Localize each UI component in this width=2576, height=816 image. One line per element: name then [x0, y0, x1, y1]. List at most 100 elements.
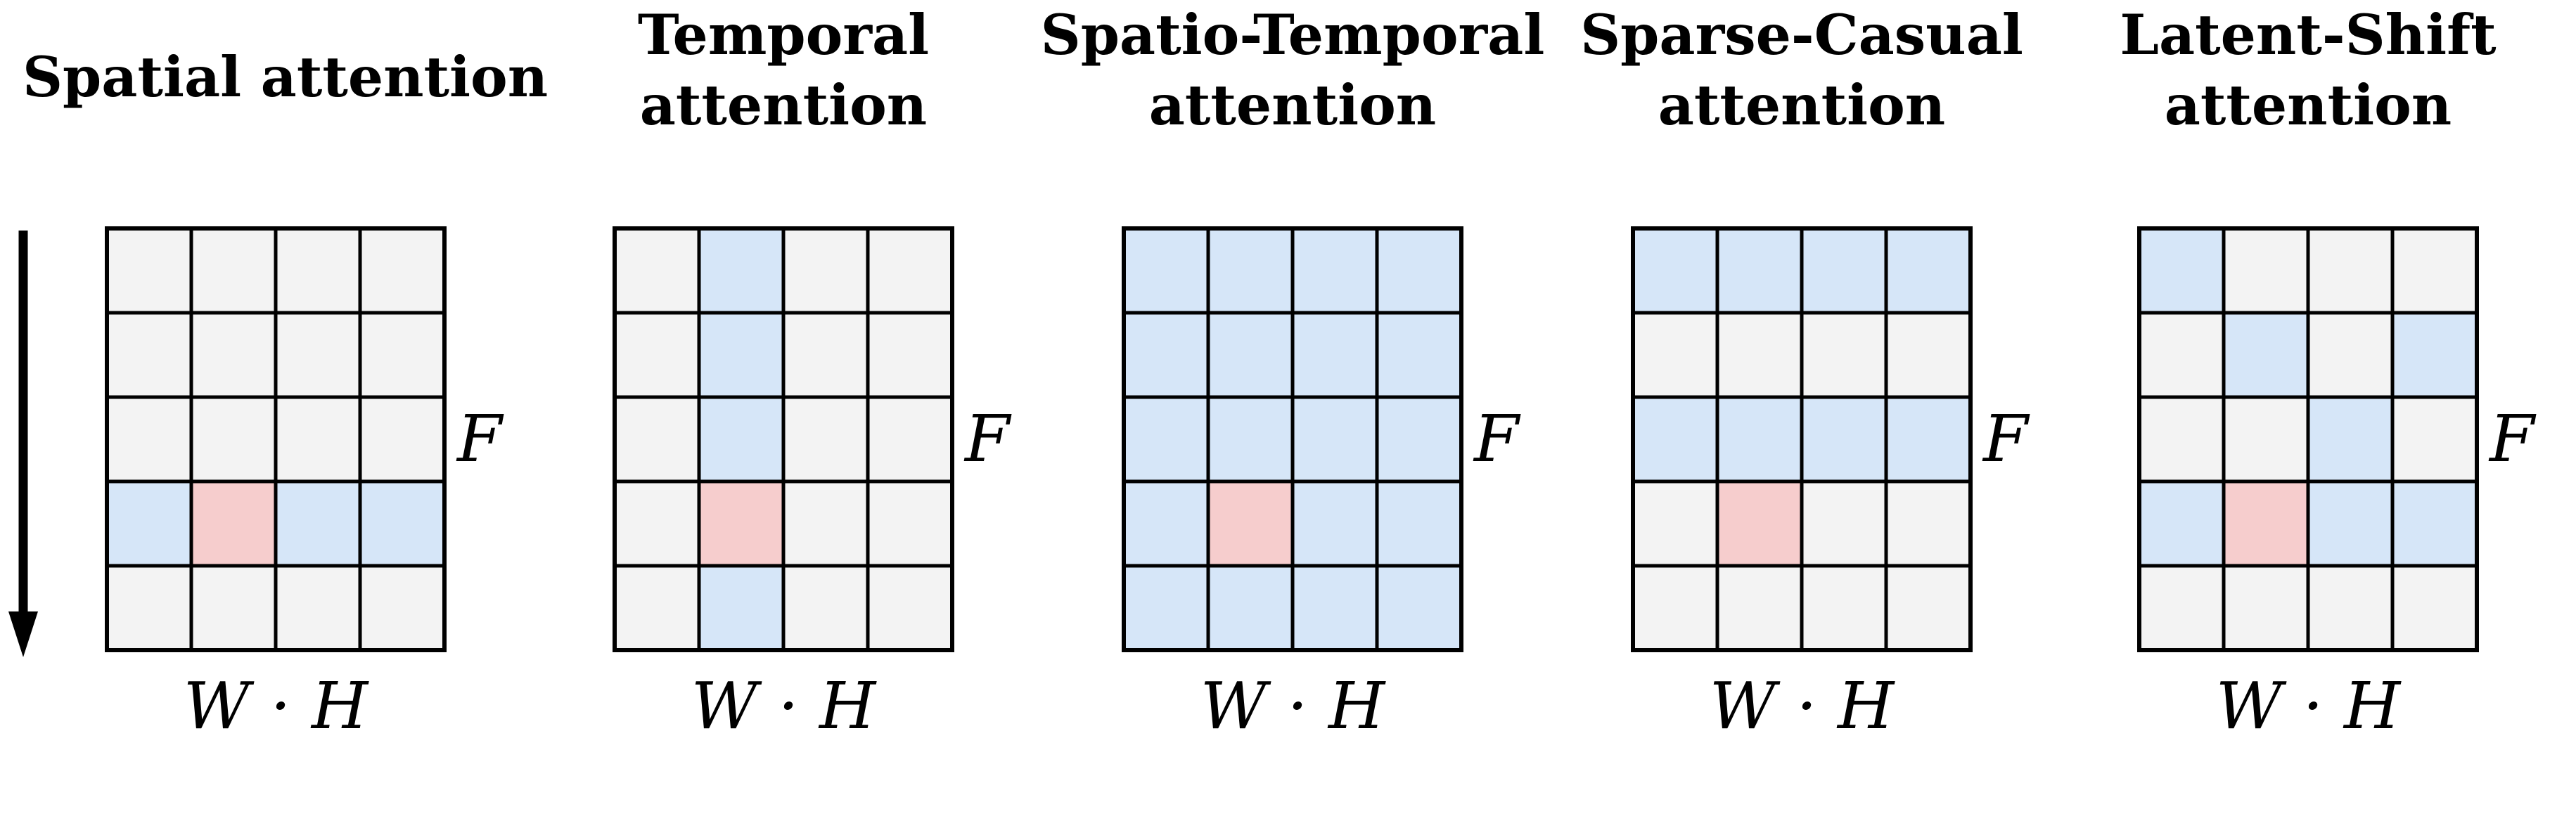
spatial-axis-label: W · H	[2215, 668, 2401, 744]
attended-cell	[1800, 395, 1888, 484]
grid-frame	[105, 226, 447, 652]
grid-cell	[781, 564, 870, 652]
attended-cell	[1122, 479, 1210, 568]
title-line: attention	[1148, 72, 1437, 138]
title-line: attention	[639, 72, 928, 138]
grid-cell	[105, 564, 193, 652]
title-line: attention	[2164, 72, 2452, 138]
grid-cell	[2306, 564, 2395, 652]
grid-frame	[1122, 226, 1463, 652]
grid-cell	[1800, 311, 1888, 399]
attended-cell	[1631, 395, 1719, 484]
title-line: attention	[1658, 72, 1946, 138]
attended-cell	[274, 479, 362, 568]
spatial-axis-label: W · H	[691, 668, 876, 744]
frames-axis-label: F	[1983, 401, 2028, 477]
attended-cell	[1631, 226, 1719, 315]
attended-cell	[2306, 395, 2395, 484]
grid-cell	[2222, 226, 2310, 315]
grid-cell	[1884, 564, 1973, 652]
query-cell	[189, 479, 278, 568]
attended-cell	[358, 479, 447, 568]
grid-cell	[189, 311, 278, 399]
grid-cell	[2137, 395, 2226, 484]
grid-cell	[274, 564, 362, 652]
query-cell	[697, 479, 786, 568]
grid-cell	[866, 564, 954, 652]
spatial-attention-grid	[105, 226, 447, 652]
grid-cell	[1884, 311, 1973, 399]
latent-shift-attention-grid	[2137, 226, 2479, 652]
attended-cell	[2137, 226, 2226, 315]
grid-cell	[189, 226, 278, 315]
attended-cell	[697, 564, 786, 652]
sparse-casual-attention-grid	[1631, 226, 1973, 652]
grid-cell	[1715, 311, 1804, 399]
grid-cell	[866, 395, 954, 484]
temporal-attention-grid	[613, 226, 954, 652]
attended-cell	[105, 479, 193, 568]
attended-cell	[2390, 479, 2479, 568]
grid-cell	[2137, 564, 2226, 652]
frame-direction-arrow	[8, 231, 38, 657]
spatio-temporal-attention-grid	[1122, 226, 1463, 652]
grid-cell	[1800, 479, 1888, 568]
grid-cell	[358, 311, 447, 399]
attended-cell	[1122, 311, 1210, 399]
attended-cell	[697, 226, 786, 315]
attended-cell	[697, 395, 786, 484]
title-line: Sparse-Casual	[1580, 2, 2023, 67]
attended-cell	[1206, 311, 1295, 399]
attended-cell	[1122, 395, 1210, 484]
grid-cell	[781, 311, 870, 399]
attended-cell	[1884, 395, 1973, 484]
grid-cell	[613, 479, 701, 568]
frames-axis-label: F	[457, 401, 502, 477]
attended-cell	[1206, 226, 1295, 315]
spatial-axis-label: W · H	[1200, 668, 1385, 744]
attended-cell	[1290, 564, 1379, 652]
grid-cell	[2306, 226, 2395, 315]
attended-cell	[2222, 311, 2310, 399]
grid-cell	[1884, 479, 1973, 568]
attended-cell	[1290, 311, 1379, 399]
attended-cell	[1206, 395, 1295, 484]
grid-cell	[2390, 564, 2479, 652]
grid-cell	[274, 311, 362, 399]
grid-cell	[274, 395, 362, 484]
attended-cell	[1206, 564, 1295, 652]
grid-cell	[2222, 395, 2310, 484]
grid-cell	[2222, 564, 2310, 652]
grid-cell	[613, 226, 701, 315]
attended-cell	[2306, 479, 2395, 568]
grid-cell	[866, 226, 954, 315]
frames-axis-label: F	[2490, 401, 2535, 477]
attended-cell	[1715, 395, 1804, 484]
attended-cell	[1290, 226, 1379, 315]
grid-cell	[2306, 311, 2395, 399]
grid-cell	[613, 311, 701, 399]
grid-cell	[105, 395, 193, 484]
arrow-head	[8, 611, 38, 657]
frames-axis-label: F	[965, 401, 1010, 477]
attended-cell	[1800, 226, 1888, 315]
attended-cell	[2390, 311, 2479, 399]
grid-cell	[1631, 311, 1719, 399]
grid-cell	[866, 311, 954, 399]
grid-frame	[1631, 226, 1973, 652]
grid-frame	[613, 226, 954, 652]
grid-frame	[2137, 226, 2479, 652]
grid-cell	[781, 226, 870, 315]
frames-axis-label: F	[1474, 401, 1519, 477]
title-line: Spatial attention	[23, 44, 549, 110]
grid-cell	[358, 395, 447, 484]
attended-cell	[1375, 395, 1463, 484]
attended-cell	[1122, 226, 1210, 315]
attended-cell	[1715, 226, 1804, 315]
spatial-axis-label: W · H	[1709, 668, 1895, 744]
attended-cell	[697, 311, 786, 399]
